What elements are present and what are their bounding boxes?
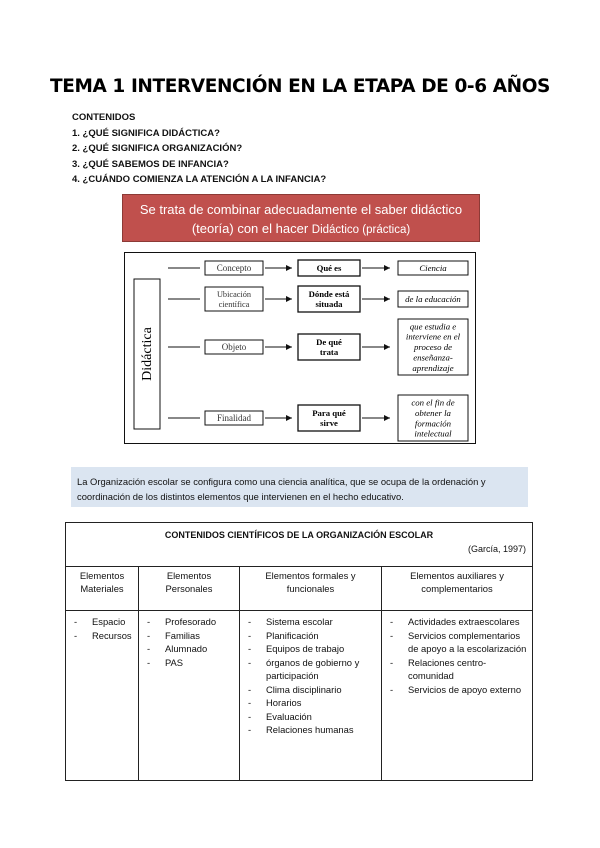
answer-label: formación	[415, 418, 452, 428]
item-list: Actividades extraescolaresServicios comp…	[386, 615, 528, 696]
column-cell: Actividades extraescolaresServicios comp…	[381, 610, 533, 781]
answer-label: Ciencia	[419, 263, 447, 273]
item-list: ProfesoradoFamiliasAlumnadoPAS	[143, 615, 235, 669]
list-item: Servicios complementarios de apoyo a la …	[386, 629, 528, 656]
question-box	[297, 259, 361, 277]
answer-label: aprendizaje	[412, 363, 453, 373]
aspect-box	[204, 286, 264, 312]
table-citation: (García, 1997)	[467, 544, 526, 554]
banner-line-2-a: (teoría) con el hacer	[191, 221, 312, 236]
answer-label: proceso de	[413, 342, 452, 352]
banner-line-1: Se trata de combinar adecuadamente el sa…	[139, 202, 463, 217]
root-label: Didáctica	[140, 326, 155, 380]
list-item: Alumnado	[143, 642, 235, 656]
column-cell: EspacioRecursos	[65, 610, 139, 781]
table-title-cell: CONTENIDOS CIENTÍFICOS DE LA ORGANIZACIÓ…	[65, 522, 533, 567]
list-item: órganos de gobierno y participación	[244, 656, 377, 683]
question-label: sirve	[320, 418, 338, 428]
answer-label: intelectual	[414, 429, 452, 439]
list-item: Clima disciplinario	[244, 683, 377, 697]
root-box	[133, 278, 161, 430]
question-box	[297, 285, 361, 313]
aspect-label: Objeto	[222, 342, 247, 352]
diagram-svg: Didáctica Concepto Qué es CienciaUbicación…	[124, 252, 476, 444]
list-item: Familias	[143, 629, 235, 643]
answer-label: que estudia e	[410, 321, 457, 331]
aspect-label: Ubicación	[217, 290, 252, 299]
aspect-box	[204, 339, 264, 355]
answer-label: con el fin de	[411, 397, 454, 407]
aspect-label: Concepto	[217, 263, 252, 273]
list-item: Espacio	[70, 615, 134, 629]
list-item: Evaluación	[244, 710, 377, 724]
question-label: De qué	[316, 337, 342, 347]
answer-label: interviene en el	[406, 332, 461, 342]
banner-line-2-b: Didáctico (práctica)	[311, 224, 411, 236]
answer-label: de la educación	[405, 294, 461, 304]
banner-line-2: (teoría) con el hacer Didáctico (práctic…	[123, 219, 479, 240]
column-cell: Sistema escolarPlanificaciónEquipos de t…	[239, 610, 382, 781]
question-label: Dónde está	[309, 289, 350, 299]
list-item: Relaciones centro-comunidad	[386, 656, 528, 683]
page-title: TEMA 1 INTERVENCIÓN EN LA ETAPA DE 0-6 A…	[50, 76, 550, 97]
contents-item: 1. ¿QUÉ SIGNIFICA DIDÁCTICA?	[72, 127, 220, 139]
question-label: Qué es	[317, 263, 342, 273]
answer-label: enseñanza-	[413, 352, 453, 362]
list-item: Horarios	[244, 696, 377, 710]
list-item: Planificación	[244, 629, 377, 643]
list-item: Actividades extraescolares	[386, 615, 528, 629]
organization-table: CONTENIDOS CIENTÍFICOS DE LA ORGANIZACIÓ…	[65, 522, 533, 781]
list-item: Servicios de apoyo externo	[386, 683, 528, 697]
answer-box	[397, 260, 469, 276]
contents-list: CONTENIDOS 1. ¿QUÉ SIGNIFICA DIDÁCTICA? …	[72, 110, 326, 188]
column-cell: ProfesoradoFamiliasAlumnadoPAS	[138, 610, 240, 781]
list-item: Equipos de trabajo	[244, 642, 377, 656]
question-label: trata	[320, 347, 339, 357]
answer-box	[397, 394, 469, 442]
list-item: PAS	[143, 656, 235, 670]
contents-item: 2. ¿QUÉ SIGNIFICA ORGANIZACIÓN?	[72, 143, 243, 154]
question-label: situada	[315, 299, 343, 309]
aspect-label: científica	[219, 300, 250, 309]
table-title: CONTENIDOS CIENTÍFICOS DE LA ORGANIZACIÓ…	[164, 530, 434, 540]
organization-callout: La Organización escolar se configura com…	[71, 467, 528, 507]
aspect-box	[204, 260, 264, 276]
list-item: Relaciones humanas	[244, 723, 377, 737]
question-box	[297, 333, 361, 361]
aspect-box	[204, 410, 264, 426]
answer-box	[397, 290, 469, 308]
diagram-frame	[124, 252, 476, 444]
list-item: Sistema escolar	[244, 615, 377, 629]
definition-banner: Se trata de combinar adecuadamente el sa…	[122, 194, 480, 242]
question-label: Para qué	[312, 408, 346, 418]
list-item: Recursos	[70, 629, 134, 643]
answer-box	[397, 318, 469, 376]
contents-item: 3. ¿QUÉ SABEMOS DE INFANCIA?	[72, 158, 229, 170]
contents-item: 4. ¿CUÁNDO COMIENZA LA ATENCIÓN A LA INF…	[72, 174, 327, 185]
list-item: Profesorado	[143, 615, 235, 629]
question-box	[297, 404, 361, 432]
contents-heading: CONTENIDOS	[72, 112, 136, 123]
item-list: EspacioRecursos	[70, 615, 134, 642]
answer-label: obtener la	[415, 408, 452, 418]
aspect-label: Finalidad	[217, 413, 251, 423]
item-list: Sistema escolarPlanificaciónEquipos de t…	[244, 615, 377, 737]
